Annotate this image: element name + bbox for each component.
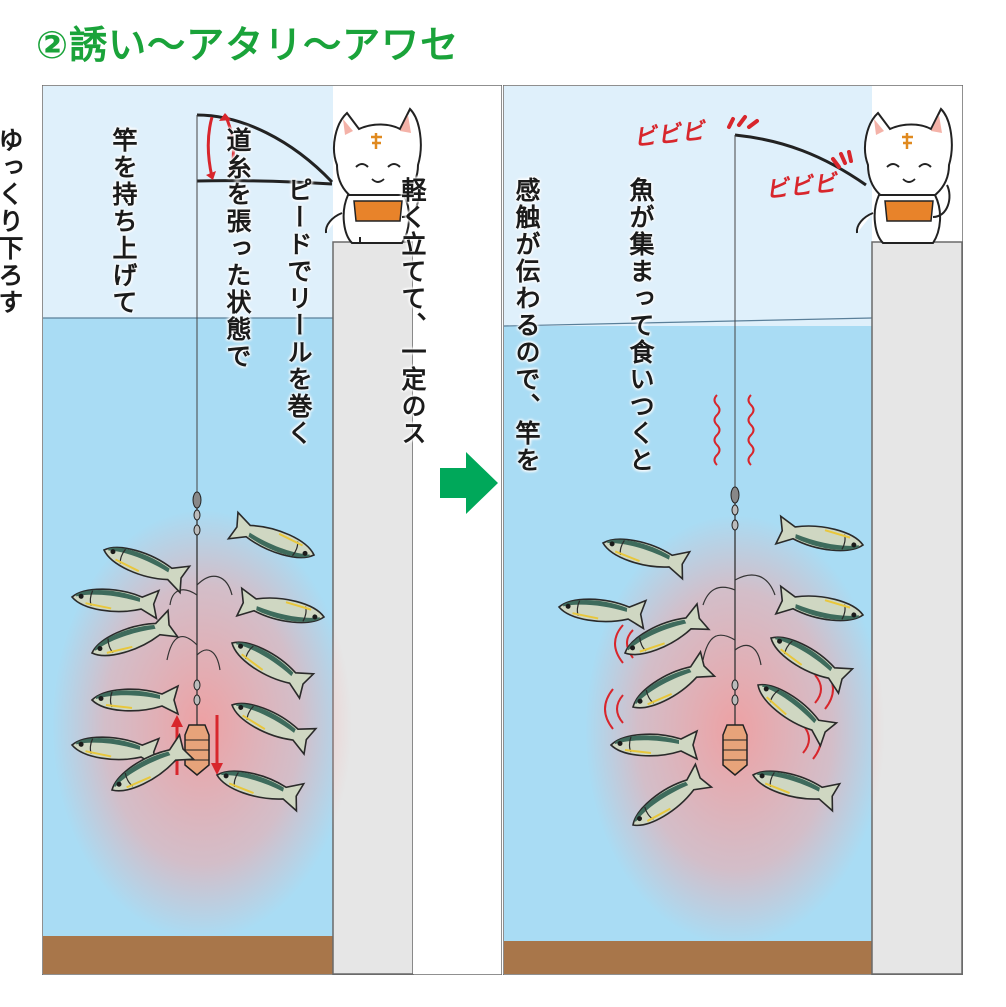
instruction-line: ピードでリールを巻く bbox=[279, 177, 317, 474]
instruction-line: ゆっくり下ろす bbox=[0, 127, 28, 370]
instruction-line: 魚が集まって食いつくと bbox=[621, 177, 659, 474]
instruction-line: 竿を持ち上げて bbox=[104, 127, 142, 370]
panel-bite: 魚が集まって食いつくと 感触が伝わるので、竿を 軽く立てて、一定のス ピードでリ… bbox=[503, 85, 963, 975]
page-title: ②誘い～アタリ～アワセ bbox=[36, 14, 459, 69]
instruction-line: 軽く立てて、一定のス bbox=[393, 177, 431, 474]
sinker-icon bbox=[723, 725, 747, 775]
sinker-icon bbox=[185, 725, 209, 775]
instruction-text-bite: 魚が集まって食いつくと 感触が伝わるので、竿を 軽く立てて、一定のス ピードでリ… bbox=[203, 177, 735, 474]
instruction-line: 感触が伝わるので、竿を bbox=[507, 177, 545, 474]
